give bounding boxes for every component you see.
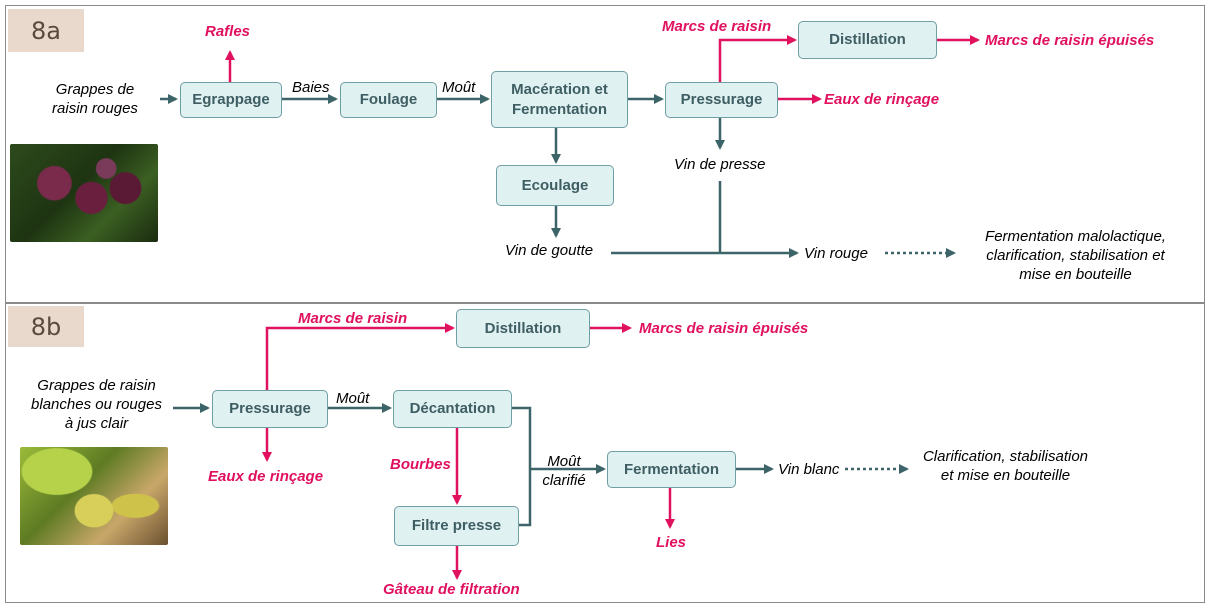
panel-8a: [5, 5, 1205, 303]
byproduct-marcs-a: Marcs de raisin: [662, 18, 772, 35]
box-fermentation-b: Fermentation: [607, 451, 736, 488]
byproduct-lies: Lies: [656, 534, 687, 551]
label-input-b: Grappes de raisin blanches ou rouges à j…: [31, 377, 162, 432]
byproduct-marcs-epuises-b: Marcs de raisin épuisés: [639, 320, 809, 337]
label-vin-rouge: Vin rouge: [804, 245, 868, 262]
box-decantation: Décantation: [393, 390, 512, 428]
label-baies: Baies: [292, 79, 330, 96]
panel-tag-8b: 8b: [8, 306, 84, 347]
label-final-a: Fermentation malolactique, clarification…: [985, 228, 1166, 283]
byproduct-marcs-b: Marcs de raisin: [298, 310, 408, 327]
byproduct-gateau: Gâteau de filtration: [383, 581, 520, 598]
label-mout-a: Moût: [442, 79, 476, 96]
byproduct-bourbes: Bourbes: [390, 456, 451, 473]
box-foulage: Foulage: [340, 82, 437, 118]
label-final-b: Clarification, stabilisation et mise en …: [922, 448, 1089, 484]
label-vin-blanc: Vin blanc: [778, 461, 840, 478]
box-filtre-presse: Filtre presse: [394, 506, 519, 546]
box-distillation-a: Distillation: [798, 21, 937, 59]
box-distillation-b: Distillation: [456, 309, 590, 348]
label-mout-b: Moût: [336, 390, 370, 407]
label-input-a: Grappes de raisin rouges: [52, 81, 138, 117]
panel-tag-8a: 8a: [8, 9, 84, 52]
arrow-marcs-b: [265, 323, 455, 390]
arrow-marcs-a: [718, 35, 797, 82]
byproduct-marcs-epuises-a: Marcs de raisin épuisés: [985, 32, 1155, 49]
box-pressurage-b: Pressurage: [212, 390, 328, 428]
box-maceration-fermentation: Macération et Fermentation: [491, 71, 628, 128]
byproduct-eaux-b: Eaux de rinçage: [208, 468, 324, 485]
red-grapes-image: [10, 144, 158, 242]
byproduct-eaux-a: Eaux de rinçage: [824, 91, 940, 108]
box-pressurage-a: Pressurage: [665, 82, 778, 118]
line-decantation-right: [512, 406, 532, 527]
box-ecoulage: Ecoulage: [496, 165, 614, 206]
label-vin-de-goutte: Vin de goutte: [505, 242, 594, 259]
byproduct-rafles: Rafles: [205, 23, 251, 40]
box-egrappage: Egrappage: [180, 82, 282, 118]
label-vin-de-presse: Vin de presse: [674, 156, 766, 173]
white-grapes-image: [20, 447, 168, 545]
label-mout-clarifie: Moût clarifié: [542, 453, 586, 489]
